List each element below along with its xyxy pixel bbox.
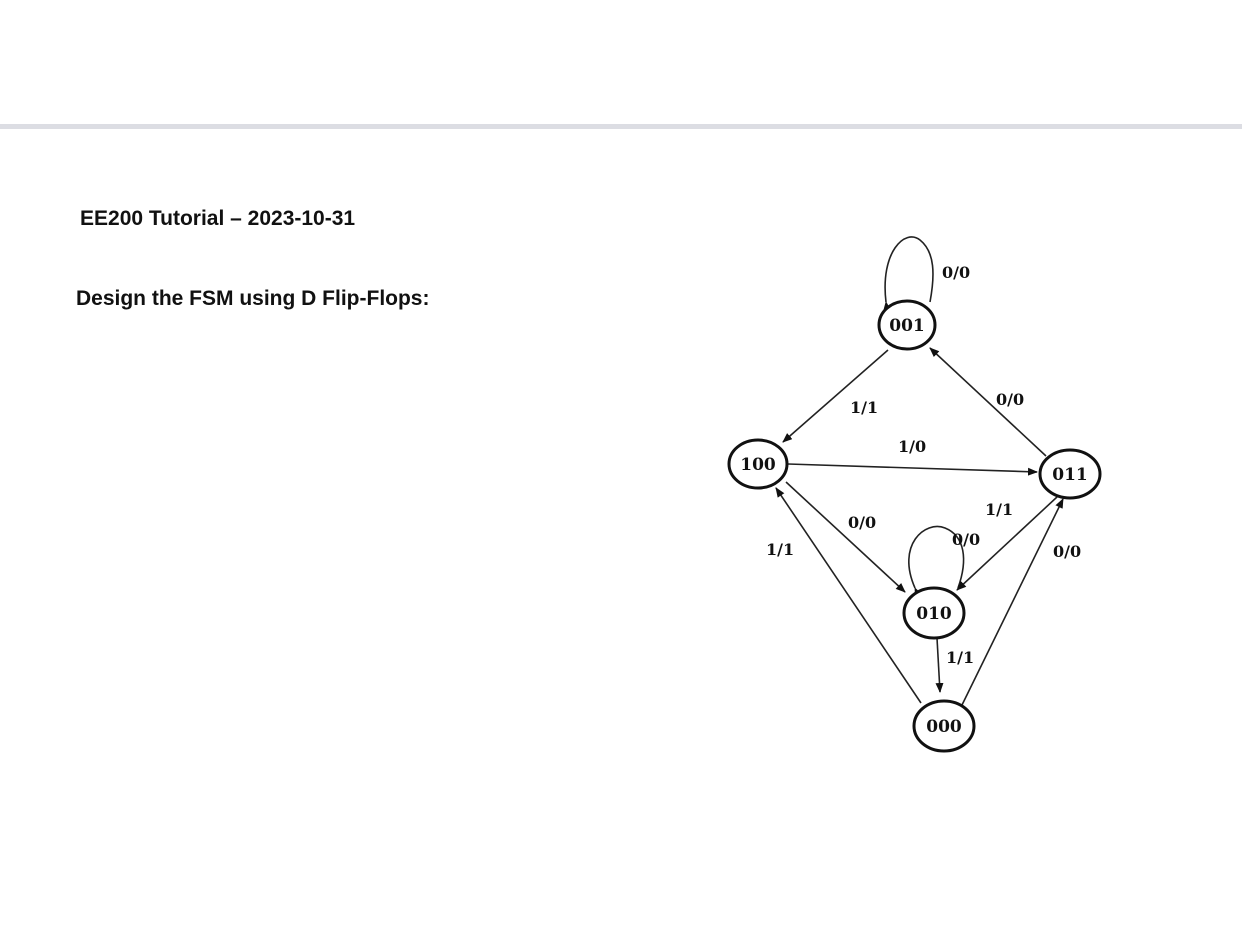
state-label-001: 001 xyxy=(889,316,925,336)
transition-label-001-001: 0/0 xyxy=(942,263,970,282)
state-010: 010 xyxy=(902,586,966,640)
state-label-100: 100 xyxy=(740,455,776,475)
state-label-011: 011 xyxy=(1052,465,1088,485)
transition-000-100 xyxy=(775,487,922,704)
instruction-text: Design the FSM using D Flip-Flops: xyxy=(76,287,430,310)
state-011: 011 xyxy=(1038,448,1102,500)
transition-label-011-010: 1/1 xyxy=(985,500,1013,519)
transition-label-000-011: 0/0 xyxy=(1053,542,1081,561)
transition-label-000-100: 1/1 xyxy=(766,540,794,559)
state-000: 000 xyxy=(912,699,976,753)
transition-label-100-011: 1/0 xyxy=(898,437,926,456)
top-blank-area xyxy=(0,0,1242,124)
transition-100-011 xyxy=(787,463,1038,476)
transition-001-001 xyxy=(883,236,934,312)
state-001: 001 xyxy=(877,299,937,351)
transition-000-011 xyxy=(961,498,1064,706)
page-divider xyxy=(0,124,1242,129)
transition-010-010 xyxy=(908,525,965,598)
transition-011-010 xyxy=(956,496,1058,591)
transition-label-010-000: 1/1 xyxy=(946,648,974,667)
transition-label-001-100: 1/1 xyxy=(850,398,878,417)
document-title: EE200 Tutorial – 2023-10-31 xyxy=(80,207,356,230)
state-label-000: 000 xyxy=(926,717,962,737)
state-circle-010 xyxy=(902,586,966,640)
state-circle-000 xyxy=(912,699,976,753)
state-100: 100 xyxy=(727,438,789,490)
transition-001-100 xyxy=(782,349,889,443)
transition-label-100-010: 0/0 xyxy=(848,513,876,532)
state-circle-011 xyxy=(1038,448,1102,500)
transition-label-011-001: 0/0 xyxy=(996,390,1024,409)
transition-010-000 xyxy=(935,637,944,693)
state-circle-100 xyxy=(727,438,789,490)
state-label-010: 010 xyxy=(916,604,952,624)
state-circle-001 xyxy=(877,299,937,351)
transition-label-010-010: 0/0 xyxy=(952,530,980,549)
transition-100-010 xyxy=(785,481,906,593)
transition-011-001 xyxy=(929,347,1047,457)
